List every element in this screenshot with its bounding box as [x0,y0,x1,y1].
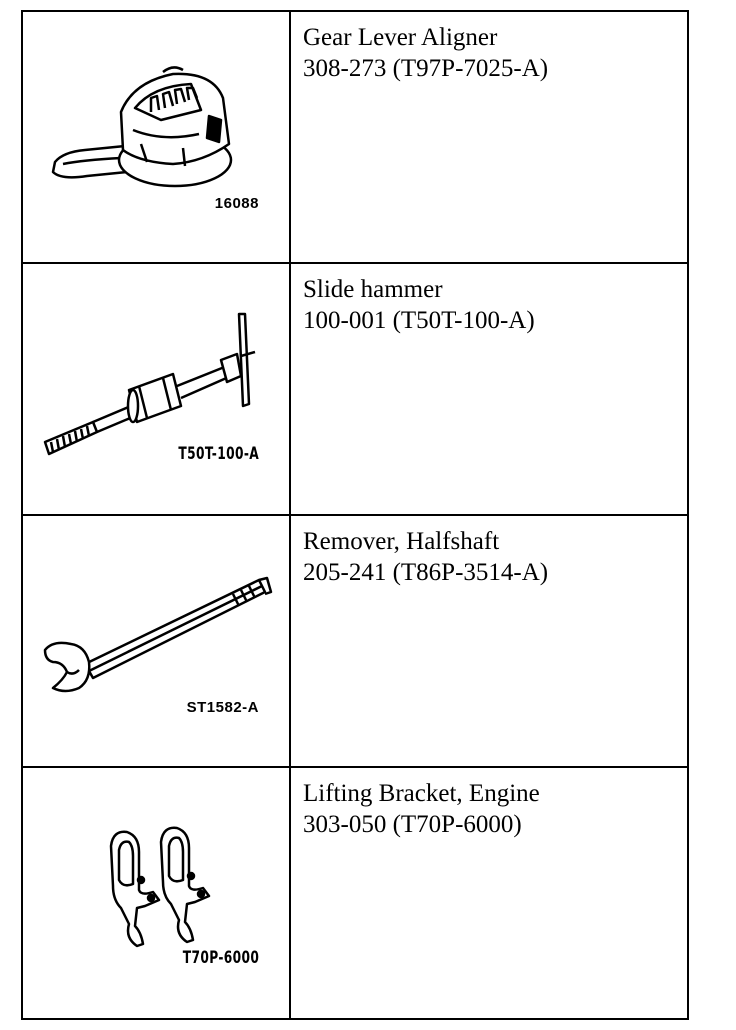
tool-illustration-cell: ST1582-A [23,516,291,766]
tool-illustration-cell: T50T-100-A [23,264,291,514]
tool-number: 205-241 (T86P-3514-A) [303,559,549,586]
tool-row: T50T-100-A Slide hammer 100-001 (T50T-10… [23,264,687,516]
tool-name: Remover, Halfshaft [303,528,500,555]
tool-illustration-cell: 16088 [23,12,291,262]
tool-name: Gear Lever Aligner [303,24,498,51]
halfshaft-remover-icon [43,576,273,693]
gear-lever-aligner-icon [51,66,233,188]
tool-number: 100-001 (T50T-100-A) [303,307,535,334]
tool-row: ST1582-A Remover, Halfshaft 205-241 (T86… [23,516,687,768]
tool-description-cell: Lifting Bracket, Engine 303-050 (T70P-60… [291,768,687,1018]
tool-description-cell: Remover, Halfshaft 205-241 (T86P-3514-A) [291,516,687,766]
tool-illustration-cell: T70P-6000 [23,768,291,1018]
tool-row: 16088 Gear Lever Aligner 308-273 (T97P-7… [23,12,687,264]
tool-row: T70P-6000 Lifting Bracket, Engine 303-05… [23,768,687,1018]
tool-description-cell: Gear Lever Aligner 308-273 (T97P-7025-A) [291,12,687,262]
tool-number: 303-050 (T70P-6000) [303,811,522,838]
tool-number: 308-273 (T97P-7025-A) [303,55,549,82]
figure-code: ST1582-A [186,699,259,716]
tool-description-cell: Slide hammer 100-001 (T50T-100-A) [291,264,687,514]
tool-name: Lifting Bracket, Engine [303,780,540,807]
figure-code: T70P-6000 [182,948,259,968]
figure-code: T50T-100-A [178,444,259,464]
figure-code: 16088 [214,195,259,212]
tool-name: Slide hammer [303,276,443,303]
engine-lifting-bracket-icon [109,826,211,948]
special-tools-table: 16088 Gear Lever Aligner 308-273 (T97P-7… [21,10,689,1020]
slide-hammer-icon [43,312,256,456]
